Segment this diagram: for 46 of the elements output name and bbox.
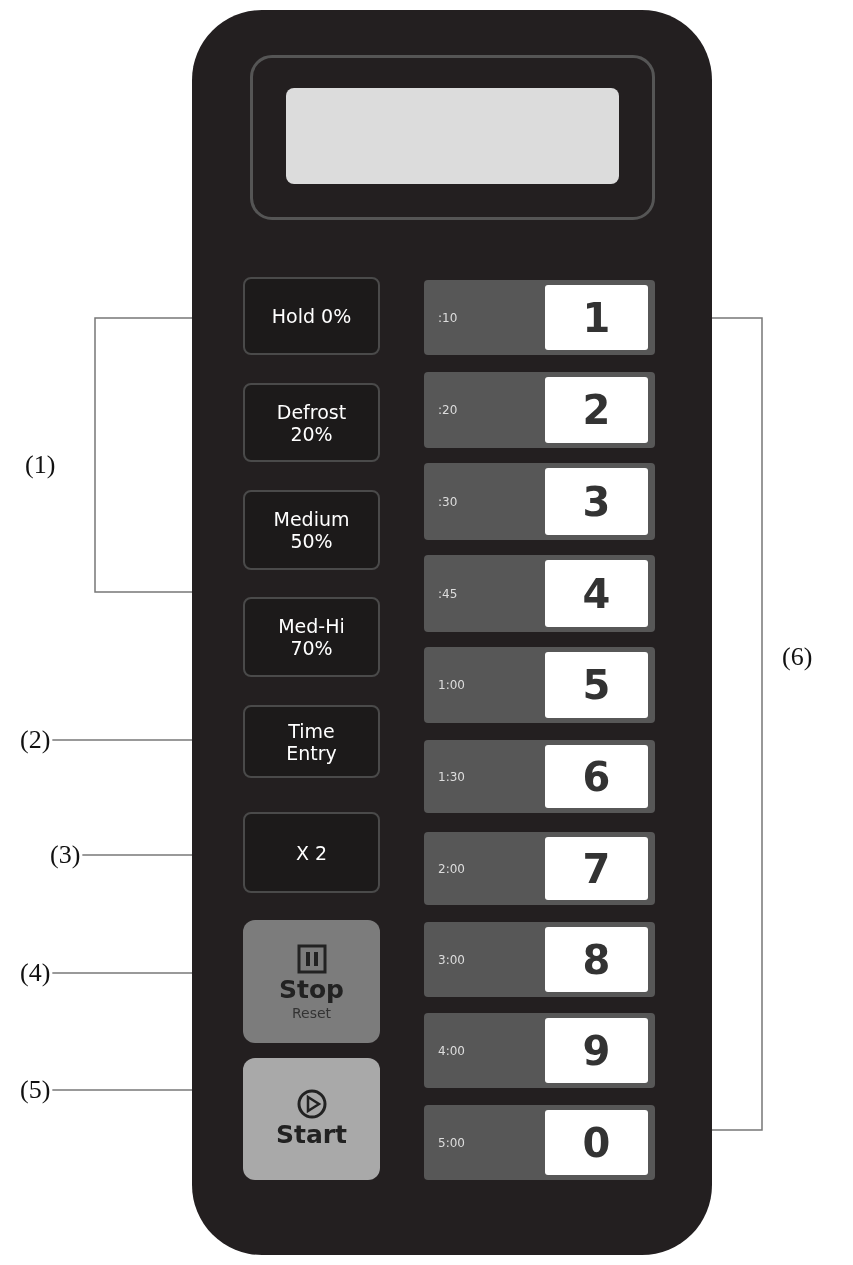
mode-button: Defrost 20% [243, 383, 380, 462]
digit-key: 1 [545, 285, 648, 350]
digit-key: 7 [545, 837, 648, 900]
digit-key: 3 [545, 468, 648, 535]
digit-key: 9 [545, 1018, 648, 1083]
callout-number: (4) [20, 958, 51, 988]
callout-number: (6) [782, 642, 813, 672]
control-panel [192, 10, 712, 1255]
time-label: 2:00 [438, 861, 465, 876]
callout-number: (2) [20, 725, 51, 755]
mode-button: Med-Hi 70% [243, 597, 380, 677]
callout-number: (1) [25, 450, 56, 480]
preset-key [424, 372, 655, 448]
time-label: 5:00 [438, 1135, 465, 1150]
callout-number: (5) [20, 1075, 51, 1105]
preset-key [424, 1013, 655, 1088]
preset-key [424, 555, 655, 632]
preset-key [424, 922, 655, 997]
preset-key [424, 280, 655, 355]
preset-key [424, 832, 655, 905]
digit-key: 0 [545, 1110, 648, 1175]
mode-button: Medium 50% [243, 490, 380, 570]
digit-key: 8 [545, 927, 648, 992]
display-frame [250, 55, 655, 220]
preset-key [424, 647, 655, 723]
digit-key: 6 [545, 745, 648, 808]
digit-key: 4 [545, 560, 648, 627]
time-label: :30 [438, 494, 458, 509]
mode-button: Hold 0% [243, 277, 380, 355]
start-button: Start [243, 1058, 380, 1180]
time-label: :45 [438, 586, 458, 601]
callout-number: (3) [50, 840, 81, 870]
time-label: :10 [438, 310, 458, 325]
preset-key [424, 1105, 655, 1180]
mode-button: Time Entry [243, 705, 380, 778]
time-label: 1:30 [438, 769, 465, 784]
time-label: :20 [438, 403, 458, 417]
stop-button: Stop Reset [243, 920, 380, 1043]
time-label: 3:00 [438, 952, 465, 967]
preset-key [424, 463, 655, 540]
time-label: 1:00 [438, 678, 465, 692]
mode-button: X 2 [243, 812, 380, 893]
digit-key: 5 [545, 652, 648, 718]
time-label: 4:00 [438, 1043, 465, 1058]
preset-key [424, 740, 655, 813]
digit-key: 2 [545, 377, 648, 443]
